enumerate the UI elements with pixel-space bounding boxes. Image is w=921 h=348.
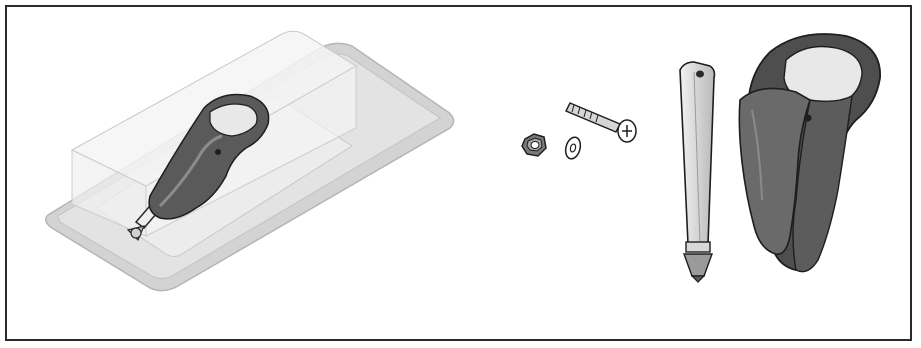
lock-nut <box>522 134 546 156</box>
washer <box>563 136 582 161</box>
clip-holder <box>739 34 880 272</box>
bolt <box>566 103 636 142</box>
packaged-assembly <box>46 31 454 290</box>
scriber-bar <box>680 62 715 282</box>
